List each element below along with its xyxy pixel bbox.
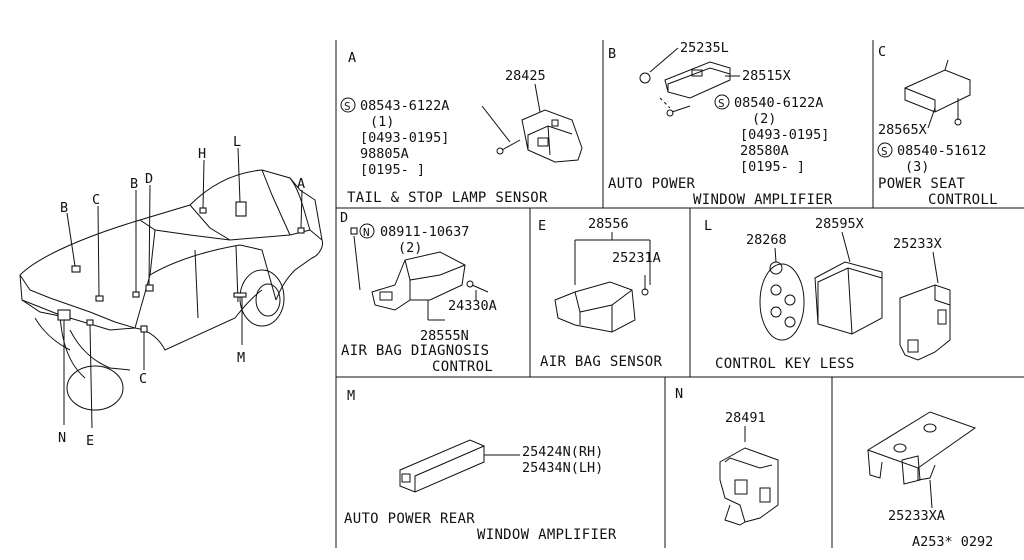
panel-m-letter: M <box>347 388 355 404</box>
panel-b: B 25235L 28515X S 08540-6122A (2) [0493-… <box>608 40 833 208</box>
bolt-d-qty: (2) <box>398 240 422 256</box>
bolt-s-icon <box>340 97 356 113</box>
part-number-25233xa: 25233XA <box>888 508 945 524</box>
panel-e-title: AIR BAG SENSOR <box>540 354 662 370</box>
bolt-c-prefix: S <box>881 145 888 158</box>
bolt-b-qty: (2) <box>752 111 776 127</box>
bolt-s-icon-b <box>714 94 730 110</box>
marker-d <box>145 284 154 292</box>
car-label-l: L <box>233 134 241 150</box>
car-label-m: M <box>237 350 245 366</box>
panel-d-title-2: CONTROL <box>432 359 493 375</box>
panel-a: A 28425 S 08543-6122A (1) [0493-0195] 98… <box>340 50 583 206</box>
marker-b-front <box>71 265 81 273</box>
panel-c-title-2: CONTROLL <box>928 192 998 208</box>
panel-b-letter: B <box>608 46 616 62</box>
part-number-25231a: 25231A <box>612 250 661 266</box>
car-label-e: E <box>86 433 94 449</box>
bolt-n-icon <box>359 223 375 239</box>
bolt-d-prefix: N <box>363 226 370 239</box>
part-number-28565x: 28565X <box>878 122 927 138</box>
car-label-b2: B <box>130 176 138 192</box>
car-label-d: D <box>145 171 153 187</box>
panel-m-title-2: WINDOW AMPLIFIER <box>477 527 617 543</box>
bolt-s-icon-c <box>877 142 893 158</box>
bolt-a-qty: (1) <box>370 114 394 130</box>
bolt-b-range2: [0195- ] <box>740 159 805 175</box>
bolt-a-alt: 98805A <box>360 146 409 162</box>
marker-e <box>86 319 94 326</box>
panel-d: D N 08911-10637 (2) 24330A 28555N AIR BA… <box>340 210 497 375</box>
marker-a <box>297 227 305 234</box>
part-number-28491: 28491 <box>725 410 766 426</box>
part-number-28595x: 28595X <box>815 216 864 232</box>
panel-a-letter: A <box>348 50 356 66</box>
panel-b-title-2: WINDOW AMPLIFIER <box>693 192 833 208</box>
panel-a-title: TAIL & STOP LAMP SENSOR <box>347 190 548 206</box>
bolt-a-prefix: S <box>344 100 351 113</box>
marker-n <box>57 309 71 321</box>
panel-bracket: 25233XA <box>866 411 977 524</box>
panel-d-letter: D <box>340 210 348 226</box>
panel-d-title-1: AIR BAG DIAGNOSIS <box>341 343 489 359</box>
diagram-code: A253* 0292 <box>912 534 993 550</box>
car-label-b: B <box>60 200 68 216</box>
panel-e: E 28556 25231A AIR BAG SENSOR <box>538 216 662 370</box>
panel-l-letter: L <box>704 218 712 234</box>
part-number-25434n: 25434N(LH) <box>522 460 603 476</box>
marker-m <box>233 292 247 298</box>
panel-m: M 25424N(RH) 25434N(LH) AUTO POWER REAR … <box>344 388 617 543</box>
bolt-a-range1: [0493-0195] <box>360 130 449 146</box>
car-label-c: C <box>92 192 100 208</box>
bolt-d-number: 08911-10637 <box>380 224 469 240</box>
car-label-c2: C <box>139 371 147 387</box>
bolt-c-number: 08540-51612 <box>897 143 986 159</box>
panel-m-title-1: AUTO POWER REAR <box>344 511 475 527</box>
panel-l: L 28268 28595X 25233X CONTROL KEY LESS <box>704 216 951 372</box>
panel-c: C 28565X S 08540-51612 (3) POWER SEAT CO… <box>877 44 998 208</box>
part-number-25233x: 25233X <box>893 236 942 252</box>
bolt-b-number: 08540-6122A <box>734 95 823 111</box>
part-number-28515x: 28515X <box>742 68 791 84</box>
car-label-a: A <box>297 176 305 192</box>
panel-n: N 28491 <box>675 386 779 526</box>
marker-h <box>199 207 207 214</box>
bolt-a-number: 08543-6122A <box>360 98 449 114</box>
car-label-n: N <box>58 430 66 446</box>
panel-c-title-1: POWER SEAT <box>878 176 966 192</box>
car-label-h: H <box>198 146 206 162</box>
marker-b-rear <box>132 291 140 298</box>
part-number-28556: 28556 <box>588 216 629 232</box>
car-overview: A B C B D H L M C N E <box>19 134 323 449</box>
part-number-28555n: 28555N <box>420 328 469 344</box>
part-number-28425: 28425 <box>505 68 546 84</box>
marker-c-mid <box>140 325 148 333</box>
marker-c-front <box>95 295 104 302</box>
marker-l <box>235 201 247 217</box>
panel-l-title: CONTROL KEY LESS <box>715 356 855 372</box>
key-fob-icon <box>759 261 805 341</box>
panel-grid <box>335 40 1024 548</box>
part-number-24330a: 24330A <box>448 298 497 314</box>
part-number-25235l: 25235L <box>680 40 729 56</box>
panel-b-title-1: AUTO POWER <box>608 176 696 192</box>
panel-n-letter: N <box>675 386 683 402</box>
bolt-c-qty: (3) <box>905 159 929 175</box>
panel-e-letter: E <box>538 218 546 234</box>
bolt-b-alt: 28580A <box>740 143 789 159</box>
bolt-b-range1: [0493-0195] <box>740 127 829 143</box>
part-number-25424n: 25424N(RH) <box>522 444 603 460</box>
part-number-28268: 28268 <box>746 232 787 248</box>
bolt-a-range2: [0195- ] <box>360 162 425 178</box>
panel-c-letter: C <box>878 44 886 60</box>
bolt-b-prefix: S <box>718 97 725 110</box>
